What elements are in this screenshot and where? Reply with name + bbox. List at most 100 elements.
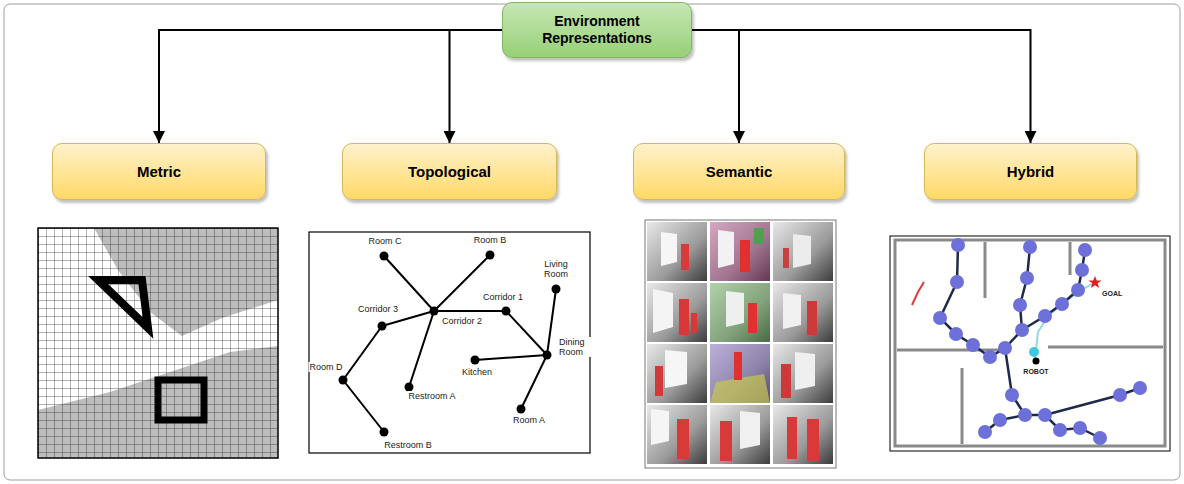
graph-dot <box>1038 408 1052 422</box>
map-wall <box>895 240 1165 446</box>
person-mask <box>734 352 742 380</box>
map-wall <box>961 368 964 444</box>
graph-dot <box>1093 431 1107 445</box>
outer-frame <box>4 4 1180 480</box>
person-mask <box>748 303 757 333</box>
branch-arrow <box>692 30 739 143</box>
map-marker-label: ROBOT <box>1022 368 1049 376</box>
graph-dot <box>1078 243 1092 257</box>
window-shape <box>726 291 744 327</box>
graph-dot <box>543 351 552 360</box>
map-marker-label: GOAL <box>1101 290 1123 298</box>
graph-dot <box>1071 283 1085 297</box>
graph-dot <box>502 307 511 316</box>
graph-dot <box>1133 381 1147 395</box>
semantic-mosaic <box>645 220 836 468</box>
root-box: Environment Representations <box>502 2 692 58</box>
place-label: Room D <box>308 362 343 372</box>
label-tint <box>710 344 770 403</box>
depth-image <box>710 222 770 281</box>
mosaic-frame <box>645 220 836 468</box>
goal-star <box>1089 276 1102 288</box>
person-mask <box>740 240 750 272</box>
graph-dot <box>471 356 480 365</box>
graph-dot <box>1020 271 1034 285</box>
graph-dot <box>1005 388 1019 402</box>
window-shape <box>793 234 811 268</box>
place-label: Living Room <box>538 259 574 279</box>
mosaic-cell <box>773 405 833 464</box>
grid-obstacle-square <box>158 380 204 420</box>
graph-link <box>434 310 506 312</box>
graph-dot <box>380 428 389 437</box>
window-shape <box>718 230 734 268</box>
person-mask <box>691 313 697 333</box>
branch-arrow <box>159 30 502 143</box>
mosaic-cell <box>773 344 833 403</box>
map-frame <box>890 236 1170 451</box>
place-label: Corridor 1 <box>482 292 524 302</box>
place-label: Restroom B <box>383 440 433 450</box>
depth-image <box>773 405 833 464</box>
graph-link <box>1045 388 1140 415</box>
map-wall <box>1069 242 1072 275</box>
person-mask <box>681 244 689 270</box>
branch-arrow <box>692 30 1031 143</box>
place-label: Room C <box>367 236 402 246</box>
mosaic-cell <box>647 222 707 281</box>
graph-dot <box>998 341 1012 355</box>
mosaic-cell <box>773 283 833 342</box>
graph-link <box>1005 348 1100 438</box>
label-tint <box>710 222 770 281</box>
depth-image <box>773 344 833 403</box>
grid-obstacle-triangle <box>98 280 148 328</box>
object-mask <box>754 228 764 244</box>
grid-lines <box>38 228 278 458</box>
graph-dot <box>1113 388 1127 402</box>
graph-dot <box>486 251 495 260</box>
mosaic-cell <box>647 405 707 464</box>
graph-dot <box>380 252 389 261</box>
window-shape <box>661 232 677 266</box>
graph-dot <box>1018 408 1032 422</box>
depth-image <box>710 283 770 342</box>
graph-dot <box>517 405 526 414</box>
mosaic-cell <box>710 283 770 342</box>
person-mask <box>807 419 819 461</box>
place-label: Corridor 2 <box>441 316 483 326</box>
graph-dot <box>1073 421 1087 435</box>
graph-dot <box>1075 263 1089 277</box>
category-box: Metric <box>52 143 266 200</box>
person-mask <box>677 419 689 459</box>
map-wall <box>1048 346 1163 349</box>
graph-dot <box>1015 323 1029 337</box>
depth-image <box>647 222 707 281</box>
graph-link <box>343 380 384 432</box>
depth-image <box>773 283 833 342</box>
graph-link <box>940 245 1030 357</box>
window-shape <box>653 289 673 333</box>
graph-dot <box>978 425 992 439</box>
mosaic-cell <box>710 344 770 403</box>
graph-dot <box>993 413 1007 427</box>
graph-dot <box>950 275 964 289</box>
map-scan <box>912 282 924 305</box>
occupancy-grid <box>38 228 278 458</box>
graph-dots <box>933 238 1147 445</box>
graph-dot <box>933 311 947 325</box>
place-label: Room A <box>512 415 546 425</box>
planned-path <box>1035 284 1092 358</box>
graph-dot <box>1013 298 1027 312</box>
graph-link <box>521 355 547 409</box>
graph-link <box>1022 250 1085 330</box>
person-mask <box>781 364 791 398</box>
graph-links <box>940 245 1140 438</box>
graph-dot <box>1038 309 1052 323</box>
depth-image <box>647 405 707 464</box>
category-title: Topological <box>408 163 491 181</box>
mosaic-cell <box>647 344 707 403</box>
robot-position <box>1033 358 1040 365</box>
window-shape <box>795 352 815 390</box>
person-mask <box>783 248 789 268</box>
